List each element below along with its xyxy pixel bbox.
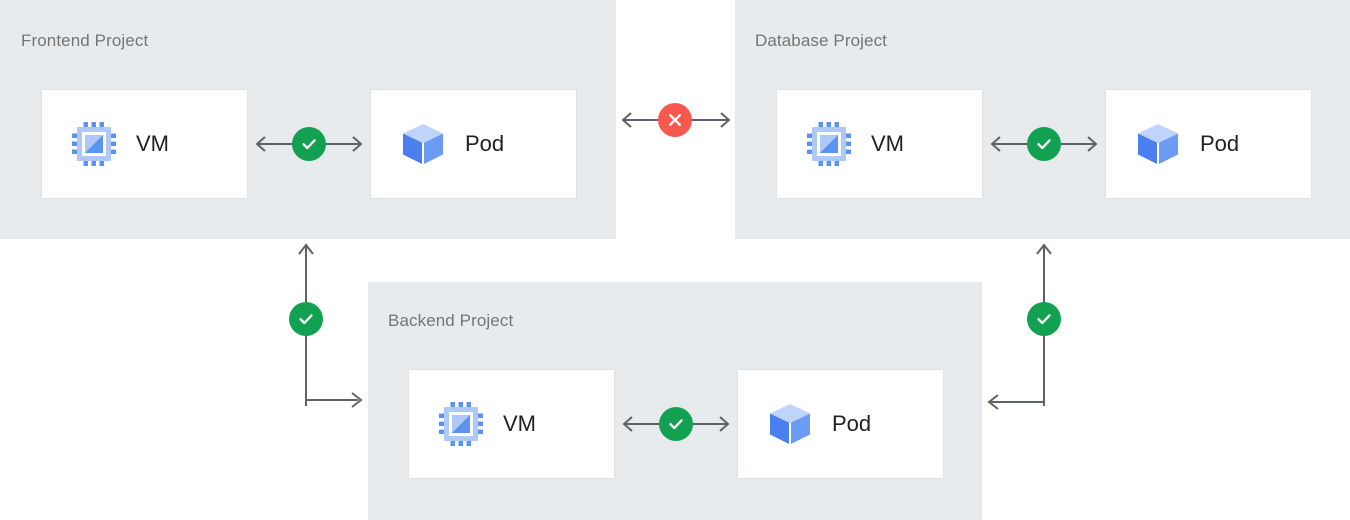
card-frontend-pod[interactable]: Pod (370, 89, 577, 199)
card-backend-vm[interactable]: VM (408, 369, 615, 479)
panel-title-database: Database Project (755, 31, 888, 50)
panel-title-backend: Backend Project (388, 311, 514, 330)
card-label-backend-pod: Pod (832, 411, 872, 436)
card-label-backend-vm: VM (503, 411, 536, 436)
pod-cube-icon (766, 400, 814, 448)
check-icon (299, 314, 313, 325)
check-icon (1037, 139, 1051, 150)
status-badge-frontend-database-blocked[interactable] (658, 103, 692, 137)
card-label-frontend-vm: VM (136, 131, 169, 156)
card-database-pod[interactable]: Pod (1105, 89, 1312, 199)
card-frontend-vm[interactable]: VM (41, 89, 248, 199)
card-label-database-vm: VM (871, 131, 904, 156)
panel-title-frontend: Frontend Project (21, 31, 149, 50)
vm-chip-icon (437, 400, 485, 448)
status-badge-frontend-backend-ok[interactable] (289, 302, 323, 336)
x-icon (669, 114, 681, 126)
status-badge-database-internal-ok[interactable] (1027, 127, 1061, 161)
check-icon (1037, 314, 1051, 325)
status-badge-frontend-internal-ok[interactable] (292, 127, 326, 161)
pod-cube-icon (399, 120, 447, 168)
card-label-database-pod: Pod (1200, 131, 1240, 156)
vm-chip-icon (805, 120, 853, 168)
card-backend-pod[interactable]: Pod (737, 369, 944, 479)
card-database-vm[interactable]: VM (776, 89, 983, 199)
check-icon (302, 139, 316, 150)
pod-cube-icon (1134, 120, 1182, 168)
check-icon (669, 419, 683, 430)
status-badge-backend-internal-ok[interactable] (659, 407, 693, 441)
card-label-frontend-pod: Pod (465, 131, 505, 156)
status-badge-backend-database-ok[interactable] (1027, 302, 1061, 336)
vm-chip-icon (70, 120, 118, 168)
